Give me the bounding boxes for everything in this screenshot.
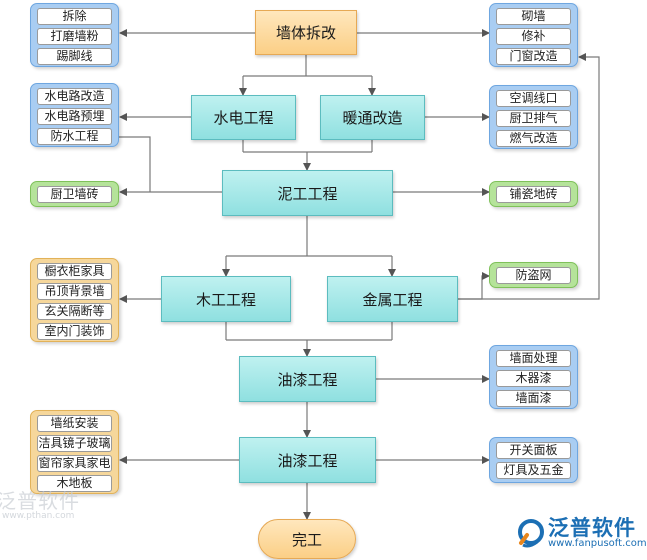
list-item: 窗帘家具家电	[37, 455, 112, 472]
list-item: 洁具镜子玻璃	[37, 435, 112, 452]
group-demolish-right: 砌墙 修补 门窗改造	[489, 3, 578, 67]
list-item: 防水工程	[37, 128, 112, 145]
list-item: 灯具及五金	[496, 462, 571, 479]
watermark-text: 泛普软件	[0, 489, 80, 513]
list-item: 修补	[496, 28, 571, 45]
list-item: 玄关隔断等	[37, 303, 112, 320]
node-paint-2: 油漆工程	[239, 437, 376, 483]
node-done: 完工	[258, 519, 356, 559]
list-item: 吊顶背景墙	[37, 283, 112, 300]
connector-metal-right	[458, 272, 490, 300]
list-item: 墙面漆	[496, 390, 571, 407]
watermark-url: www.pthan.com	[2, 511, 75, 521]
group-metal-right: 防盗网	[489, 262, 578, 288]
list-item: 防盗网	[496, 267, 571, 284]
list-item: 木地板	[37, 475, 112, 492]
group-paint2-right: 开关面板 灯具及五金	[489, 437, 578, 483]
list-item: 打磨墙粉	[37, 28, 112, 45]
brand-url: www.fanpusoft.com	[548, 538, 647, 549]
brand-logo-icon	[518, 519, 544, 548]
list-item: 厨卫排气	[496, 110, 571, 127]
group-demolish-left: 拆除 打磨墙粉 踢脚线	[30, 3, 119, 67]
node-demolish: 墙体拆改	[255, 10, 357, 55]
list-item: 空调线口	[496, 90, 571, 107]
list-item: 燃气改造	[496, 130, 571, 147]
group-paint2-left: 墙纸安装 洁具镜子玻璃 窗帘家具家电 木地板	[30, 410, 119, 494]
list-item: 木器漆	[496, 370, 571, 387]
connector-metal-feedback	[458, 53, 600, 300]
group-masonry-right: 铺瓷地砖	[489, 181, 578, 207]
list-item: 踢脚线	[37, 48, 112, 65]
node-paint-1: 油漆工程	[239, 356, 376, 402]
list-item: 门窗改造	[496, 48, 571, 65]
group-masonry-left: 厨卫墙砖	[30, 181, 119, 207]
node-plumbing: 水电工程	[191, 95, 296, 140]
node-metal: 金属工程	[327, 276, 458, 322]
group-paint1-right: 墙面处理 木器漆 墙面漆	[489, 345, 578, 409]
list-item: 墙纸安装	[37, 415, 112, 432]
brand-name: 泛普软件	[548, 516, 636, 540]
list-item: 拆除	[37, 8, 112, 25]
list-item: 铺瓷地砖	[496, 186, 571, 203]
group-plumbing-left: 水电路改造 水电路预埋 防水工程	[30, 83, 119, 147]
list-item: 室内门装饰	[37, 323, 112, 340]
list-item: 橱衣柜家具	[37, 263, 112, 280]
list-item: 砌墙	[496, 8, 571, 25]
group-woodwork-left: 橱衣柜家具 吊顶背景墙 玄关隔断等 室内门装饰	[30, 258, 119, 342]
list-item: 墙面处理	[496, 350, 571, 367]
connector-waterproof-feedback	[117, 136, 151, 192]
node-woodwork: 木工工程	[161, 276, 291, 322]
list-item: 水电路改造	[37, 88, 112, 105]
list-item: 开关面板	[496, 442, 571, 459]
list-item: 水电路预埋	[37, 108, 112, 125]
group-hvac-right: 空调线口 厨卫排气 燃气改造	[489, 85, 578, 149]
node-hvac: 暖通改造	[320, 95, 425, 140]
node-masonry: 泥工工程	[222, 170, 393, 216]
list-item: 厨卫墙砖	[37, 186, 112, 203]
